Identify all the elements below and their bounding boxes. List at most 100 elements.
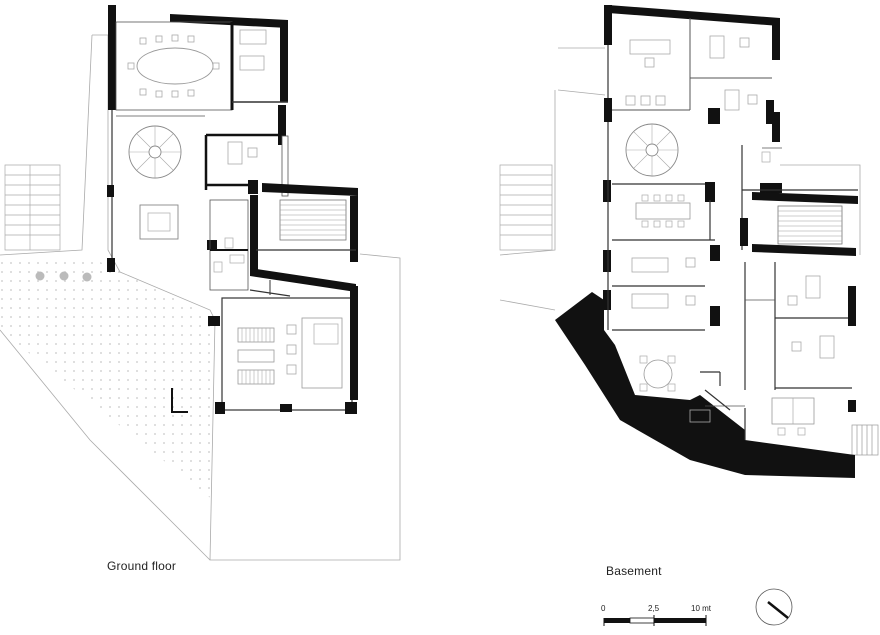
toilet (761, 151, 771, 163)
column (107, 185, 114, 197)
wall (171, 388, 188, 413)
column (107, 258, 115, 272)
office-desk (629, 39, 671, 55)
wall (766, 100, 774, 124)
exterior-stairs (4, 164, 61, 251)
wall (603, 290, 611, 310)
office-desk (709, 35, 725, 59)
scale-tick-2-5: 2,5 (648, 604, 660, 613)
workstation-desk (237, 369, 275, 385)
wall (604, 98, 612, 122)
site-boundary (499, 299, 556, 311)
wall (248, 180, 258, 194)
wall (281, 135, 289, 197)
wall (752, 192, 858, 204)
lounge-chairs (639, 355, 676, 392)
wall (603, 250, 611, 272)
wall (772, 112, 780, 142)
exterior-stairs-east (851, 424, 879, 456)
wall (280, 404, 292, 412)
workstation-desk (237, 327, 275, 343)
ground-floor-label: Ground floor (107, 559, 177, 573)
ground-floor-plan (0, 5, 401, 561)
scale-bar-fill (604, 618, 706, 623)
site-boundary (499, 90, 556, 256)
meeting-table (635, 202, 691, 220)
wall (752, 244, 856, 256)
meeting-chairs (641, 194, 685, 228)
office-chair (286, 344, 297, 355)
office-desk (689, 409, 711, 423)
wall (278, 105, 286, 145)
office-chair (787, 295, 798, 306)
office-desk (724, 89, 740, 111)
round-table (643, 359, 673, 389)
wall (350, 196, 358, 262)
tree-mark (82, 272, 92, 282)
stair-treads (778, 210, 842, 242)
office-chair (247, 147, 258, 158)
office-chair (286, 364, 297, 375)
lounge-chairs (625, 95, 666, 106)
basement-label: Basement (606, 564, 662, 578)
basement-plan (499, 5, 879, 478)
office-desk (631, 257, 669, 273)
desk-hatch (241, 370, 271, 384)
wc-room (209, 199, 249, 291)
meeting-table-inner (313, 323, 339, 345)
wall (760, 183, 782, 193)
office-chair (685, 257, 696, 268)
wall (215, 402, 225, 414)
office-chairs (777, 427, 806, 436)
tree-mark (35, 271, 45, 281)
office-desk (227, 141, 243, 165)
meeting-table (301, 317, 343, 389)
wall (208, 316, 220, 326)
washbasin (229, 254, 245, 264)
scale-bar-segment (629, 617, 655, 624)
reception-desk (139, 204, 179, 240)
conference-table (136, 47, 214, 85)
retaining-wall (555, 292, 855, 478)
partition (704, 389, 731, 411)
office-chair (644, 57, 655, 68)
stair-flight (777, 205, 843, 245)
scale-bar (603, 615, 707, 626)
wall (350, 286, 358, 400)
office-desk (819, 335, 835, 359)
desk-hatch (241, 328, 271, 342)
toilet (213, 261, 223, 273)
conference-chairs (127, 34, 220, 98)
wall (772, 22, 780, 60)
scale-tick-10: 10 mt (691, 604, 712, 613)
north-arrow-icon (755, 588, 793, 626)
wall (710, 245, 720, 261)
wall (280, 20, 288, 102)
wall (708, 108, 720, 124)
wall (345, 402, 357, 414)
wall (604, 5, 612, 45)
site-boundary (557, 89, 606, 96)
wall (250, 268, 356, 292)
office-desk (239, 29, 267, 45)
workstation-desk (237, 349, 275, 363)
wall (108, 5, 116, 110)
office-chair (286, 324, 297, 335)
site-boundary-west (0, 34, 93, 256)
wall (250, 195, 258, 270)
office-chair (685, 295, 696, 306)
office-desk (631, 293, 669, 309)
toilet (224, 237, 234, 249)
wall (262, 183, 358, 196)
wall (848, 400, 856, 412)
office-chair (739, 37, 750, 48)
wall (710, 306, 720, 326)
wall (170, 14, 288, 28)
wall (705, 182, 715, 202)
office-chair (747, 94, 758, 105)
tree-mark (59, 271, 69, 281)
reception-desk-inner (147, 212, 171, 232)
site-boundary (780, 164, 861, 255)
wall (603, 180, 611, 202)
